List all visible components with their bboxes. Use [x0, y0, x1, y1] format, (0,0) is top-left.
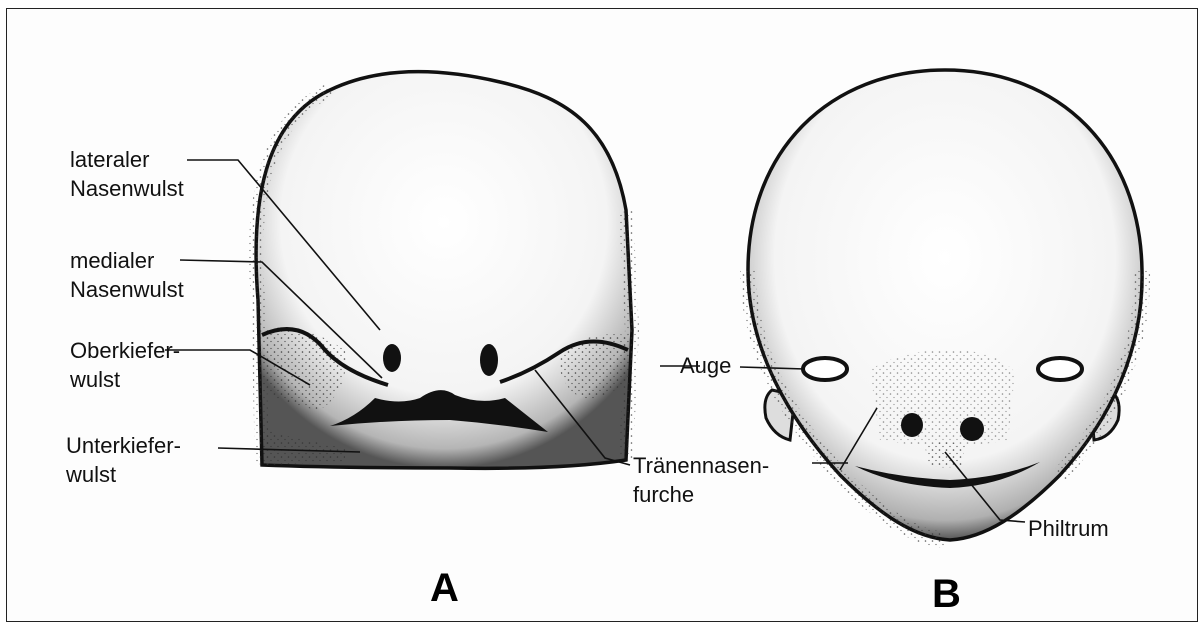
label-traenennasenfurche-line2: furche — [633, 481, 694, 508]
panel-label-b: B — [932, 572, 961, 617]
label-medialer-nasenwulst-line2: Nasenwulst — [70, 276, 184, 303]
panel-label-a: A — [430, 566, 459, 611]
nasal-pit-right — [480, 344, 498, 376]
nostril-left — [901, 413, 923, 437]
eye-left — [803, 358, 847, 380]
label-oberkieferwulst-line1: Oberkiefer- — [70, 337, 180, 364]
label-lateraler-nasenwulst-line2: Nasenwulst — [70, 175, 184, 202]
label-traenennasenfurche-line1: Tränennasen- — [633, 452, 769, 479]
head-b-outline — [748, 70, 1142, 540]
nostril-right — [960, 417, 984, 441]
label-auge: Auge — [680, 352, 731, 379]
label-medialer-nasenwulst-line1: medialer — [70, 247, 154, 274]
label-philtrum: Philtrum — [1028, 515, 1109, 542]
label-unterkieferwulst-line2: wulst — [66, 461, 116, 488]
eye-right — [1038, 358, 1082, 380]
nasal-pit-left — [383, 344, 401, 372]
head-a — [256, 72, 632, 469]
label-unterkieferwulst-line1: Unterkiefer- — [66, 432, 181, 459]
label-oberkieferwulst-line2: wulst — [70, 366, 120, 393]
head-b — [748, 70, 1142, 540]
label-lateraler-nasenwulst-line1: lateraler — [70, 146, 149, 173]
